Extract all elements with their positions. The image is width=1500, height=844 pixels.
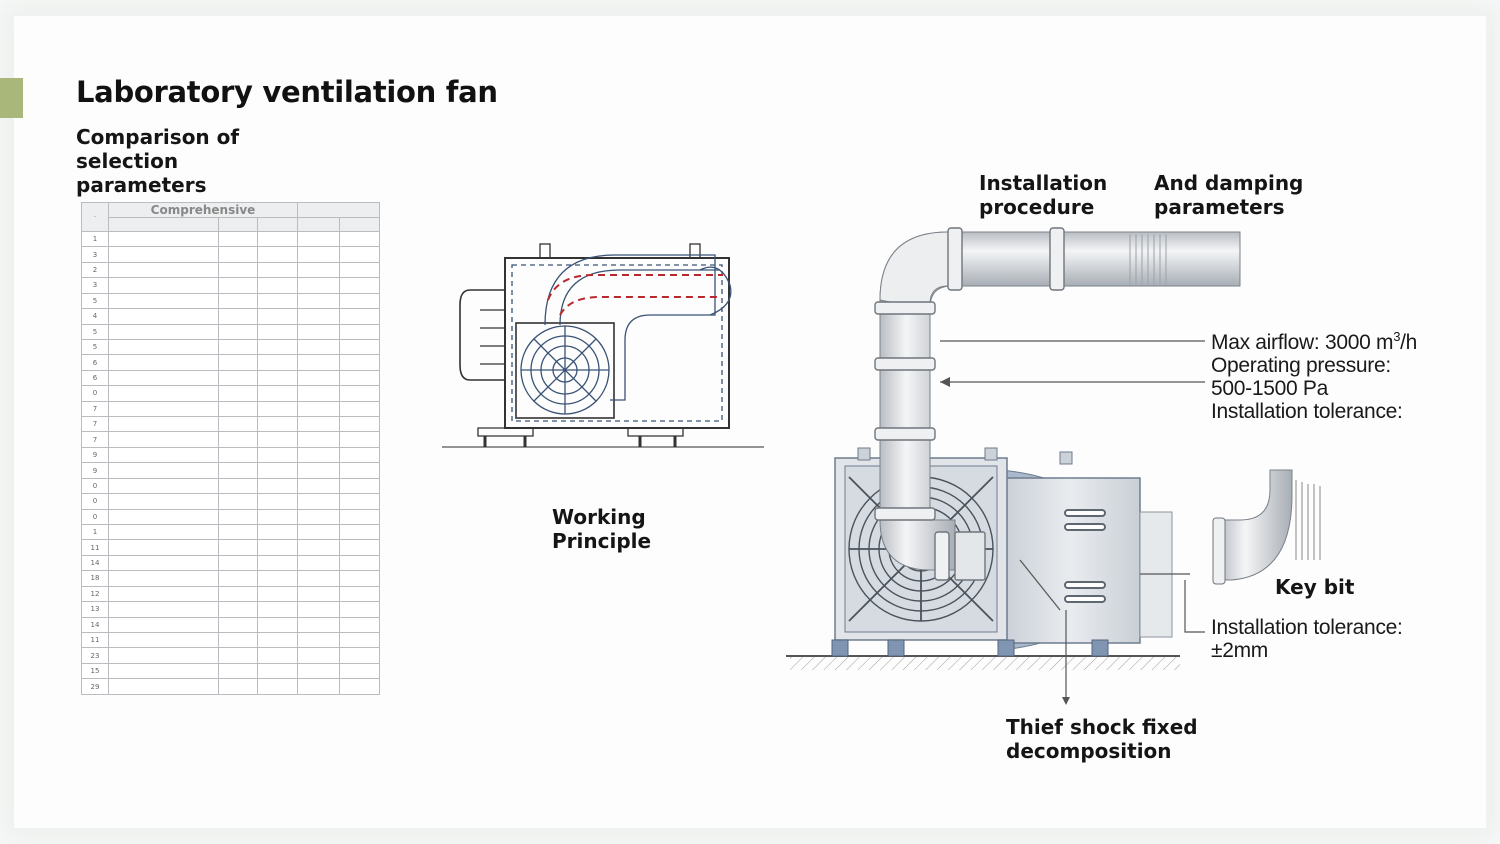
table-row: 13	[81, 601, 380, 618]
table-header-index: ·	[81, 202, 109, 232]
table-cell	[339, 678, 380, 695]
damping-parameters-label: And damping parameters	[1154, 171, 1304, 219]
tolerance2-label: Installation tolerance:	[1211, 616, 1403, 639]
table-row: 1	[81, 524, 380, 541]
key-bit-label: Key bit	[1275, 575, 1355, 599]
title-accent-bar	[0, 78, 23, 118]
table-row: 12	[81, 585, 380, 603]
table-header-comprehensive: Comprehensive	[108, 202, 298, 218]
table-subheader	[257, 217, 298, 232]
table-subheader	[218, 217, 258, 232]
table-row: 4	[81, 308, 380, 325]
slide-title: Laboratory ventilation fan	[76, 75, 498, 109]
installation-procedure-label: Installation procedure	[979, 171, 1108, 219]
table-row: 7	[81, 400, 380, 418]
table-row: 5	[81, 338, 380, 356]
table-subheader	[297, 217, 340, 232]
table-cell	[339, 662, 380, 680]
thief-shock-label: Thief shock fixed decomposition	[1006, 715, 1198, 763]
pressure-label: Operating pressure:	[1211, 354, 1391, 377]
comparison-label: Comparison of selection parameters	[76, 125, 240, 197]
table-row: 0	[81, 477, 380, 495]
table-row: 14	[81, 554, 380, 572]
working-principle-sketch	[442, 243, 764, 448]
tolerance2-value: ±2mm	[1211, 639, 1268, 662]
fan-unit	[786, 227, 1321, 705]
tolerance-label: Installation tolerance:	[1211, 400, 1403, 423]
table-row: 3	[81, 277, 380, 294]
pressure-value: 500-1500 Pa	[1211, 377, 1328, 400]
table-row: 29	[81, 678, 380, 695]
working-principle-label: Working Principle	[552, 505, 652, 553]
table-row: 1	[81, 230, 380, 248]
tolerance-callout: Installation tolerance: ±2mm	[1211, 616, 1403, 662]
spec-callout: Max airflow: 3000 m3/h Operating pressur…	[1211, 325, 1417, 423]
table-row: 2	[81, 261, 380, 279]
airflow-spec: Max airflow: 3000 m3/h	[1211, 329, 1418, 354]
table-row: 5	[81, 323, 380, 340]
table-row: 6	[81, 369, 380, 387]
table-header-group	[297, 202, 380, 218]
table-row: 15	[81, 662, 380, 680]
